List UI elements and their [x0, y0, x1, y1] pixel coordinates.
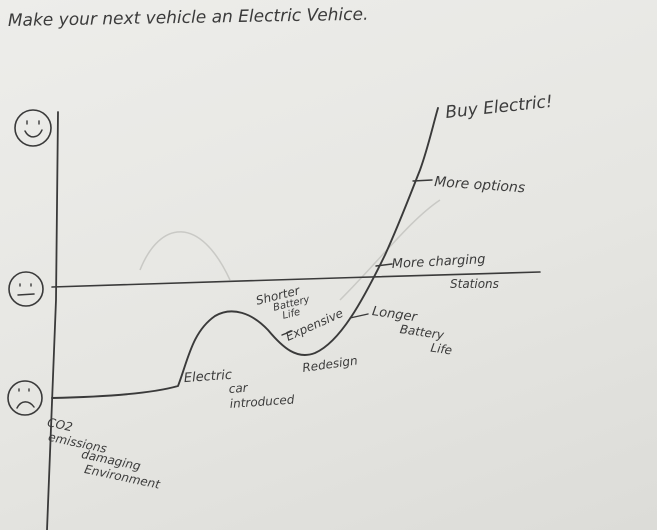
emotion-curve	[51, 107, 439, 399]
paper-smudge	[139, 231, 231, 281]
co2-emissions-label: CO2 emissions damaging Environment	[46, 415, 162, 492]
redesign-label: Redesign	[301, 353, 358, 375]
page-heading: Make your next vehicle an Electric Vehic…	[8, 5, 369, 31]
more-charging-line-2: Stations	[450, 277, 499, 291]
more-options-label: More options	[434, 174, 526, 196]
electric-car-label: Electric car introduced	[183, 368, 295, 411]
longer-line-3: Life	[430, 341, 453, 358]
tick-expensive	[281, 330, 293, 336]
shorter-line-3: Life	[281, 307, 301, 322]
sad-face-icon	[7, 380, 43, 416]
more-charging-line-1: More charging	[391, 252, 485, 272]
longer-line-1: Longer	[371, 304, 419, 325]
electric-car-line-3: introduced	[229, 392, 295, 411]
co2-line-1: CO2	[46, 415, 74, 434]
y-axis-line	[46, 111, 59, 530]
neutral-line	[51, 271, 541, 288]
more-charging-stations-label: More charging Stations	[391, 252, 498, 291]
tick-more-options	[412, 179, 433, 182]
longer-line-2: Battery	[399, 322, 446, 342]
longer-battery-life-label: Longer Battery Life	[371, 304, 453, 358]
tick-longer-battery	[349, 313, 369, 319]
electric-car-line-2: car	[228, 381, 249, 396]
paper-smudge-2	[339, 199, 441, 301]
electric-car-line-1: Electric	[183, 368, 232, 386]
buy-electric-label: Buy Electric!	[444, 92, 553, 123]
neutral-face-icon	[8, 271, 44, 307]
tick-more-charging	[375, 263, 393, 267]
happy-face-icon	[14, 109, 52, 147]
